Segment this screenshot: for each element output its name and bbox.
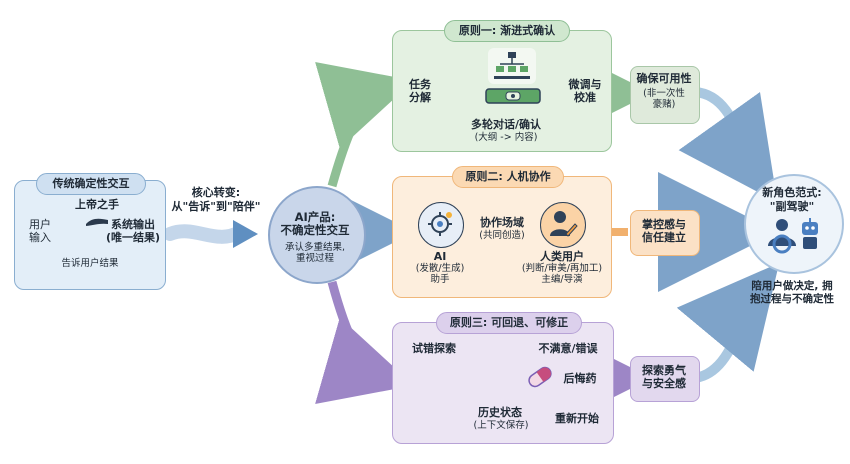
outcome1-box <box>630 66 700 124</box>
principle3-box <box>392 322 614 444</box>
hand-label: 上帝之手 <box>75 198 119 211</box>
arrow-o1-newrole <box>678 87 778 203</box>
outcome3-box <box>630 356 700 402</box>
history-state-sub: (上下文保存) <box>473 420 529 431</box>
trial-explore: 试错探索 <box>412 342 456 355</box>
p1-multiturn: 多轮对话/确认 <box>470 118 542 131</box>
new-role-title: 新角色范式: <box>762 186 822 199</box>
hierarchy-icon <box>488 48 536 84</box>
copilot-driver-icon <box>762 216 822 256</box>
collab-field-sub: (共同创造) <box>479 230 525 241</box>
arrow-to-principle3 <box>315 280 414 404</box>
system-output-label: 系统输出 (唯一结果) <box>105 218 161 244</box>
core-shift-label: 核心转变: <box>191 186 241 199</box>
ai-sub: (发散/生成) 助手 <box>415 263 465 285</box>
new-role-caption: 陪用户做决定, 拥 抱过程与不确定性 <box>750 280 834 305</box>
outcome1-sub: (非一次性 豪赌) <box>643 88 685 110</box>
user-input-label: 用户 输入 <box>29 218 51 244</box>
p1-outline: (大纲 -> 内容) <box>474 132 538 143</box>
collab-field: 协作场域 <box>480 216 524 229</box>
regret-pill: 后悔药 <box>563 372 597 385</box>
p1-decompose: 任务 分解 <box>409 78 431 104</box>
principle1-title: 原则一: 渐进式确认 <box>444 20 570 42</box>
history-state: 历史状态 <box>478 406 522 419</box>
level-icon <box>484 86 542 106</box>
human-user-sub: (判断/审美/再加工) 主编/导演 <box>521 263 603 285</box>
traditional-title: 传统确定性交互 <box>36 173 146 195</box>
principle2-title: 原则二: 人机协作 <box>452 166 564 188</box>
human-user-circle <box>540 202 586 248</box>
outcome1-title: 确保可用性 <box>636 72 692 85</box>
ai-label: AI <box>433 250 447 263</box>
ai-product-sub: 承认多重结果, 重视过程 <box>284 242 346 264</box>
human-user-label: 人类用户 <box>540 250 584 263</box>
outcome3-title: 探索勇气 与安全感 <box>642 364 686 390</box>
ai-product-circle <box>268 186 366 284</box>
arrow-o3-newrole <box>676 262 780 383</box>
core-shift-sub: 从"告诉"到"陪伴" <box>171 200 261 213</box>
tell-user-result: 告诉用户结果 <box>61 258 119 269</box>
core-shift-arrow <box>163 224 247 244</box>
user-edit-icon <box>548 208 578 240</box>
arrow-to-principle1 <box>315 62 414 188</box>
restart: 重新开始 <box>555 412 599 425</box>
outcome2-title: 掌控感与 信任建立 <box>642 218 686 244</box>
ai-brain-icon <box>426 210 454 238</box>
hand-icon <box>84 212 110 226</box>
p1-calibrate: 微调与 校准 <box>568 78 602 104</box>
outcome2-box <box>630 210 700 256</box>
unsatisfied-error: 不满意/错误 <box>538 342 598 355</box>
new-role-sub: "副驾驶" <box>769 200 815 213</box>
principle3-title: 原则三: 可回退、可修正 <box>436 312 582 334</box>
core-shift-arrowhead <box>233 220 258 248</box>
new-role-circle <box>744 174 844 274</box>
ai-product-title: AI产品: 不确定性交互 <box>280 210 350 237</box>
pill-capsule-icon <box>526 366 554 388</box>
